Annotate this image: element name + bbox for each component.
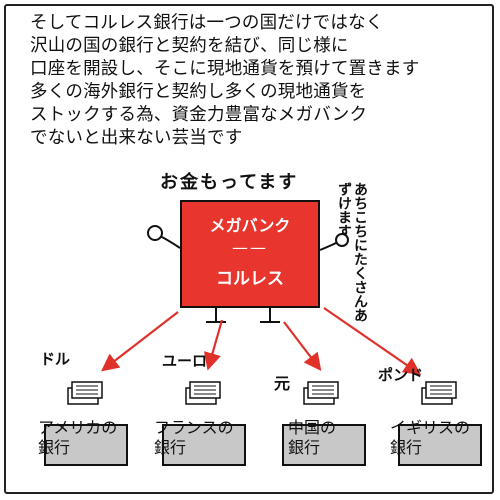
money-stack-icon	[67, 381, 103, 405]
bank-label-line: 銀行	[390, 438, 423, 457]
intro-line: ストックする為、資金力豊富なメガバンク	[30, 105, 368, 125]
uk-bank-box	[398, 424, 482, 466]
money-stack-icon	[185, 381, 221, 405]
bank-label-line: 銀行	[154, 438, 187, 457]
intro-text: そしてコルレス銀行は一つの国だけではなく 沢山の国の銀行と契約を結び、同じ様に …	[30, 12, 480, 150]
money-stack-icon	[421, 381, 457, 405]
megabank-dash: ——	[232, 238, 268, 257]
megabank-character: メガバンク —— コルレス	[180, 200, 320, 308]
intro-line: でないと出来ない芸当です	[30, 128, 243, 148]
bank-label-line: 銀行	[38, 438, 71, 457]
us-bank-box	[44, 424, 128, 466]
arrow-to-uk-bank	[323, 307, 422, 375]
left-arm	[159, 235, 181, 249]
china-bank-box	[282, 424, 366, 466]
bank-label-line: 銀行	[288, 438, 321, 457]
bank-label-line: アメリカの	[38, 418, 118, 437]
left-hand	[147, 225, 163, 241]
right-leg	[260, 308, 280, 323]
france-bank-box	[162, 424, 246, 466]
bank-label-line: イギリスの	[390, 418, 471, 437]
deposit-caption: あちこちにたくさんあずけます	[336, 182, 368, 322]
arrow-to-us-bank	[101, 311, 179, 372]
currency-pound: ポンド	[378, 366, 424, 384]
us-bank-label: アメリカの 銀行	[38, 418, 117, 458]
right-hand	[335, 233, 349, 247]
megabank-label: メガバンク	[209, 216, 291, 235]
china-bank-label: 中国の 銀行	[288, 418, 336, 458]
intro-line: 口座を開設し、そこに現地通貨を預けて置きます	[30, 59, 420, 79]
money-caption: お金もってます	[160, 172, 299, 193]
bank-label-line: フランスの	[154, 418, 234, 437]
currency-euro: ユーロ	[162, 352, 208, 370]
correspondent-label: コルレス	[216, 269, 284, 289]
panel-frame	[4, 4, 494, 494]
france-bank-label: フランスの 銀行	[154, 418, 234, 458]
left-leg	[206, 308, 226, 323]
uk-bank-label: イギリスの 銀行	[390, 418, 470, 458]
intro-line: 多くの海外銀行と契約し多くの現地通貨を	[30, 82, 367, 102]
intro-line: そしてコルレス銀行は一つの国だけではなく	[30, 13, 384, 33]
intro-line: 沢山の国の銀行と契約を結び、同じ様に	[30, 36, 349, 56]
bank-label-line: 中国の	[288, 418, 337, 437]
arrow-to-china-bank	[283, 321, 322, 371]
money-stack-icon	[303, 381, 339, 405]
currency-yuan: 元	[274, 374, 291, 393]
currency-dollar: ドル	[40, 350, 71, 368]
right-arm	[319, 241, 339, 251]
arrow-to-france-bank	[203, 319, 224, 371]
